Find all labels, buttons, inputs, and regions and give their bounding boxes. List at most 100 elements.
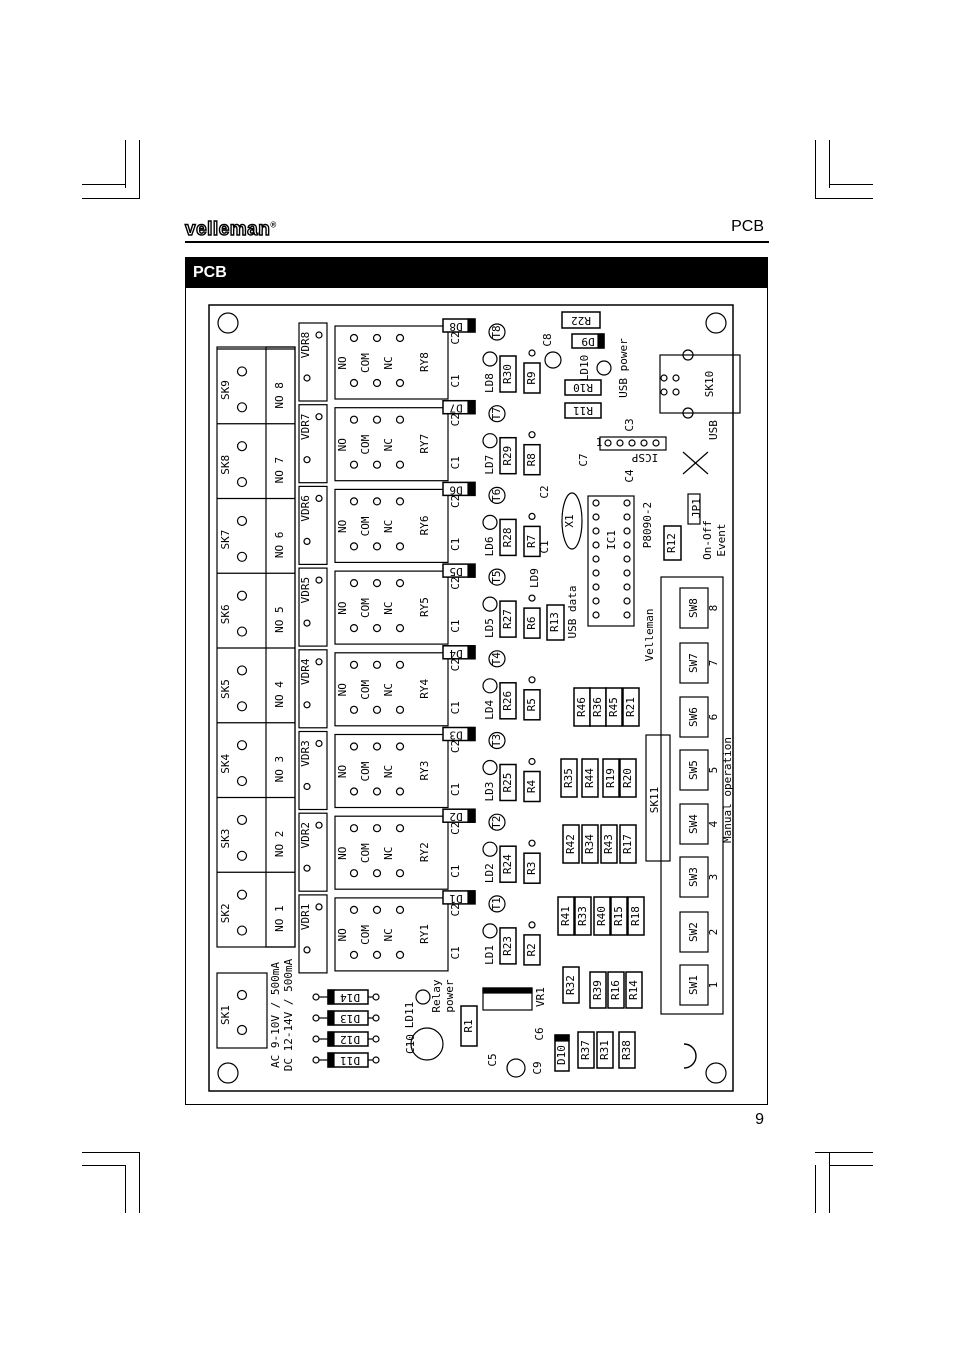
led-outline (482, 351, 498, 367)
pad (372, 705, 382, 714)
crop-mark (829, 1165, 873, 1166)
relay-label: RY7 (418, 434, 431, 454)
terminal-screw (236, 850, 248, 861)
terminal-label-sk2: SK2 (219, 903, 232, 923)
relay-body (334, 815, 449, 890)
pad (372, 1056, 380, 1064)
transistor-outline (488, 731, 506, 750)
no-label: NO 1 (273, 905, 286, 932)
vdr-body (298, 649, 328, 729)
pad (303, 864, 311, 872)
pad (395, 787, 405, 796)
resistor-label: R18 (629, 906, 642, 926)
cap-label: C1 (538, 540, 551, 553)
relay-cap-label: C1 (449, 946, 462, 959)
terminal-screw (236, 551, 248, 562)
resistor-label: R44 (583, 768, 596, 788)
relay-cap-label: C2 (449, 658, 462, 671)
pad (528, 512, 536, 521)
switch-label: SW1 (687, 975, 700, 995)
pad (349, 542, 359, 551)
transistor-label: T3 (490, 734, 503, 747)
resistor-body (627, 896, 645, 936)
vdr-body (298, 812, 328, 892)
relay-cap-label: C1 (449, 456, 462, 469)
resistor-body (564, 402, 602, 419)
terminal-screw (236, 366, 248, 377)
resistor-body (625, 971, 643, 1009)
pad (395, 705, 405, 714)
pad (315, 739, 323, 748)
pad (303, 701, 311, 709)
switch-label: SW6 (687, 707, 700, 727)
ce-mark (683, 1043, 697, 1069)
vdr-label: VDR3 (299, 740, 312, 767)
relay-contact-label: COM (359, 679, 372, 699)
diode-band (467, 890, 476, 905)
crop-mark (139, 1152, 140, 1213)
relay-cap-label: C1 (449, 538, 462, 551)
pad (372, 660, 382, 669)
switch-body (679, 803, 709, 845)
terminal-screw (236, 814, 248, 826)
led-label: LD7 (483, 455, 496, 475)
resistor-label: R22 (571, 314, 591, 327)
crop-mark (139, 140, 140, 198)
vdr-body (298, 322, 328, 402)
led-outline (482, 923, 498, 939)
pad (660, 388, 668, 396)
pad (395, 905, 405, 915)
switch-number: 2 (707, 929, 720, 936)
section-title: PCB (731, 218, 764, 235)
terminal-label-sk4: SK4 (219, 754, 232, 774)
pad (660, 374, 668, 382)
pad (349, 705, 359, 714)
pad (623, 527, 631, 535)
jumper-mode-label: On-Off (701, 520, 714, 560)
pad (395, 950, 405, 960)
switch-body (679, 749, 709, 791)
pad (616, 439, 624, 447)
terminal-label-sk7: SK7 (219, 530, 232, 550)
resistor-body (546, 604, 565, 641)
sk11-header (645, 734, 671, 862)
resistor-label: R8 (525, 453, 538, 466)
relay-label: RY5 (418, 597, 431, 617)
resistor-label: R29 (501, 446, 514, 466)
resistor-body (561, 311, 601, 329)
pad (349, 824, 359, 833)
resistor-label: R27 (501, 609, 514, 629)
resistor-label: R5 (525, 698, 538, 711)
resistor-body (523, 934, 541, 966)
relay-body (334, 325, 449, 400)
diode-band (327, 1031, 335, 1047)
resistor-body (523, 525, 541, 558)
led-outline (482, 596, 498, 612)
section-bar: PCB (185, 257, 768, 288)
terminal-screw (236, 515, 248, 527)
cap-outline (544, 351, 562, 369)
resistor-body (574, 896, 592, 936)
relay-contact-label: NC (382, 356, 395, 369)
led-label: LD3 (483, 782, 496, 802)
pad (528, 921, 536, 929)
led-label: LD11 (403, 1002, 416, 1029)
resistor-body (562, 824, 580, 864)
diode-label: D13 (340, 1012, 360, 1025)
relay-body (334, 733, 449, 809)
pad (623, 597, 631, 605)
relay-cap-label: C2 (449, 740, 462, 753)
pad (372, 415, 382, 424)
transistor-outline (488, 895, 506, 913)
resistor-label: R16 (609, 980, 622, 1000)
pad (372, 623, 382, 633)
pad (528, 431, 536, 439)
usb-data-label: USB data (566, 586, 579, 639)
pad (315, 494, 323, 502)
regulator-label: VR1 (534, 987, 547, 1007)
diode-label: D1 (449, 892, 462, 905)
resistor-label: R37 (579, 1040, 592, 1060)
diode-label: D9 (581, 335, 594, 348)
pad (672, 388, 680, 396)
vdr-body (298, 894, 328, 974)
